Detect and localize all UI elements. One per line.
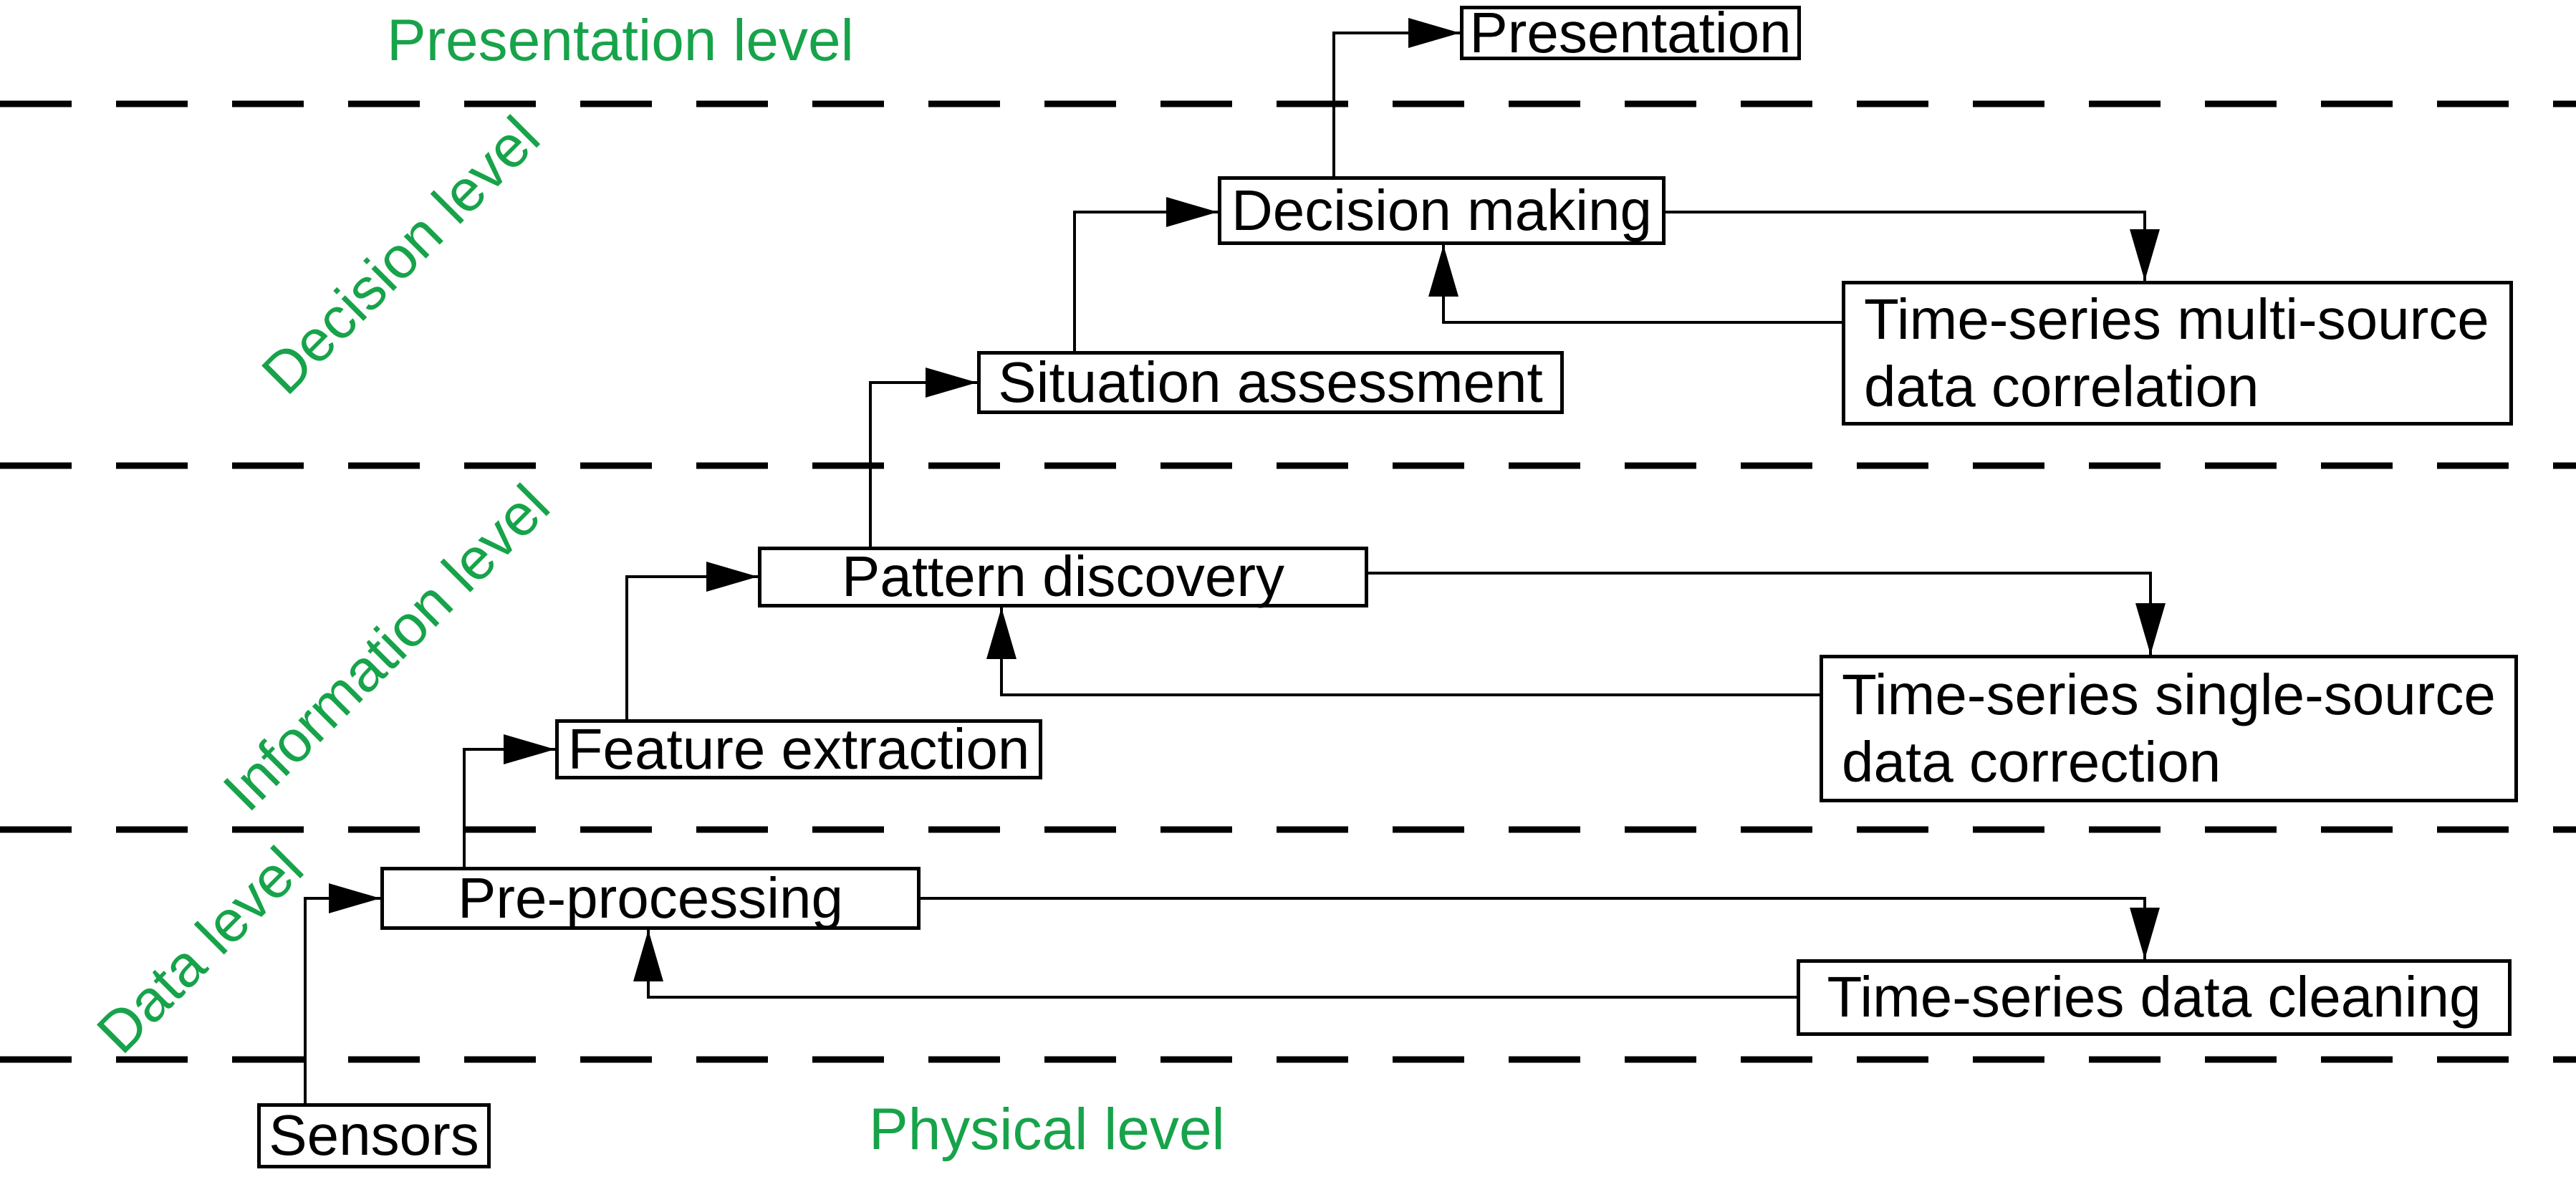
node-pattern-discovery: Pattern discovery <box>758 544 1368 608</box>
edge-pattern-discovery-to-single-source <box>1368 572 2166 655</box>
edge-decision-making-to-presentation <box>1332 18 1460 176</box>
edge-situation-assessment-to-decision-making <box>1073 197 1218 351</box>
node-presentation: Presentation <box>1460 1 1801 64</box>
node-pattern-discovery-label: Pattern discovery <box>841 544 1285 609</box>
edge-feature-extraction-to-pattern-discovery <box>625 562 758 719</box>
edge-pre-processing-to-feature-extraction <box>463 734 555 867</box>
node-ts-data-cleaning-label: Time-series data cleaning <box>1827 965 2481 1029</box>
node-feature-extraction-label: Feature extraction <box>567 716 1030 781</box>
node-ts-data-cleaning: Time-series data cleaning <box>1797 959 2512 1036</box>
edge-single-source-to-pattern-discovery <box>986 607 1820 696</box>
edge-sensors-to-pre-processing <box>304 883 380 1103</box>
edge-multi-source-to-decision-making <box>1428 245 1842 324</box>
node-sensors: Sensors <box>257 1103 491 1168</box>
edge-pattern-discovery-to-situation-assessment <box>869 367 977 547</box>
edge-pre-processing-to-data-cleaning <box>921 897 2160 959</box>
node-ts-single-source-correction-label: Time-series single-source data correctio… <box>1842 662 2496 794</box>
node-decision-making: Decision making <box>1218 176 1666 245</box>
node-ts-multi-source-correlation-label: Time-series multi-source data correlatio… <box>1864 287 2489 418</box>
level-label-physical: Physical level <box>869 1097 1225 1162</box>
node-ts-multi-source-correlation: Time-series multi-source data correlatio… <box>1842 281 2513 426</box>
node-situation-assessment: Situation assessment <box>977 350 1564 414</box>
node-pre-processing-label: Pre-processing <box>457 865 843 930</box>
node-feature-extraction: Feature extraction <box>555 717 1042 781</box>
edge-data-cleaning-to-pre-processing <box>633 930 1797 999</box>
node-sensors-label: Sensors <box>269 1103 479 1168</box>
level-label-presentation: Presentation level <box>387 8 854 73</box>
edge-decision-making-to-multi-source <box>1666 211 2160 281</box>
node-decision-making-label: Decision making <box>1231 178 1652 242</box>
node-ts-single-source-correction: Time-series single-source data correctio… <box>1820 655 2518 802</box>
node-pre-processing: Pre-processing <box>380 865 921 930</box>
node-situation-assessment-label: Situation assessment <box>998 350 1543 414</box>
node-presentation-label: Presentation <box>1469 0 1792 64</box>
